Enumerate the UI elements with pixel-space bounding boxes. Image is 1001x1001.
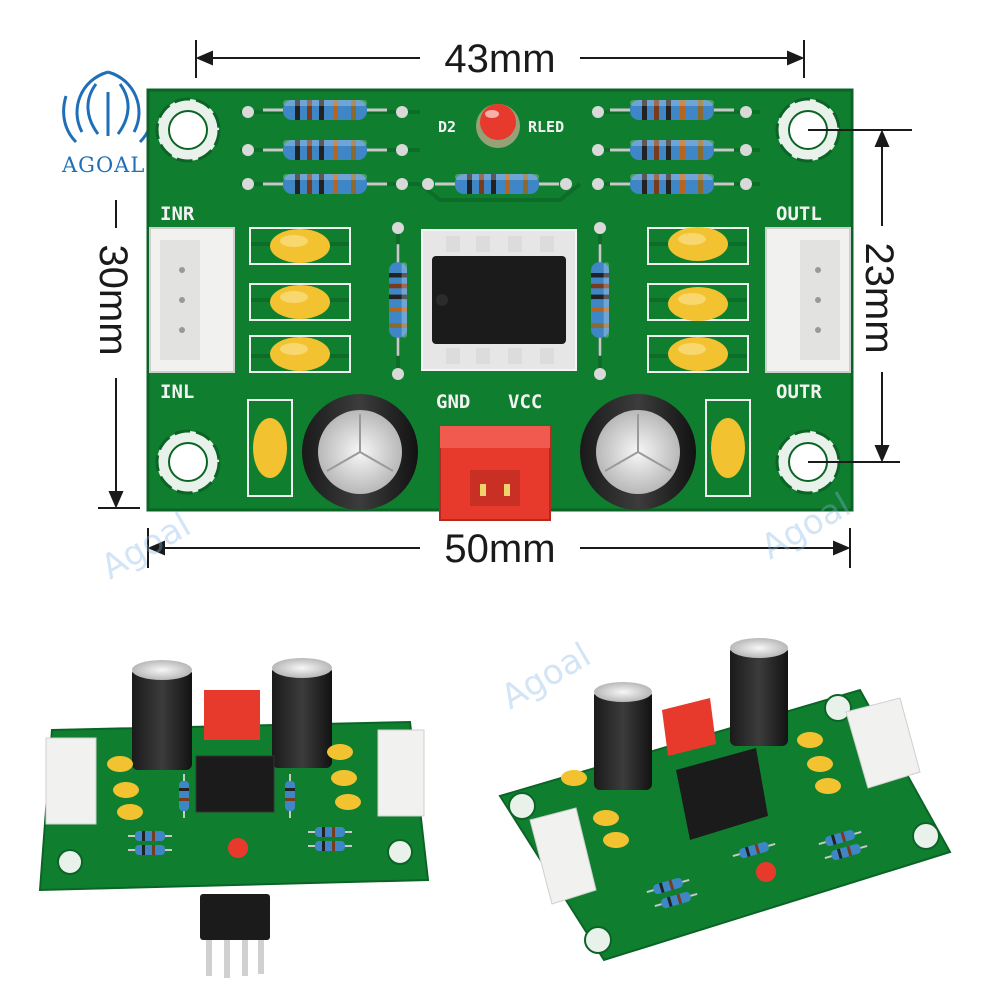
electrolytic-capacitor-left-icon <box>302 394 418 510</box>
connector-inr-inl <box>149 227 235 373</box>
dimension-right-label: 23mm <box>857 242 901 353</box>
mounting-hole-icon <box>155 97 221 163</box>
red-led-icon <box>228 838 248 858</box>
dimension-right <box>808 129 912 463</box>
label-d2: D2 <box>438 118 456 136</box>
label-outl: OUTL <box>776 203 822 225</box>
dimension-top <box>195 40 805 78</box>
solder-pads <box>242 106 752 380</box>
bottom-capacitors <box>247 399 751 497</box>
capacitor-icon <box>327 744 353 760</box>
watermark-text: Agoal <box>495 635 598 718</box>
capacitor-icon <box>807 756 833 772</box>
capacitor-icon <box>603 832 629 848</box>
dimension-bottom <box>147 528 851 568</box>
main-pcb-board: D2 RLED <box>146 88 854 521</box>
capacitor-icon <box>668 287 728 321</box>
ic-chip-icon <box>421 229 577 371</box>
dimension-bottom-label: 50mm <box>444 527 555 571</box>
label-inr: INR <box>160 203 195 225</box>
red-led-icon <box>476 104 520 148</box>
connector-outl-outr <box>765 227 851 373</box>
power-connector-icon <box>439 425 551 521</box>
dimension-top-label: 43mm <box>444 37 555 81</box>
dimension-left-label: 30mm <box>91 244 135 355</box>
label-gnd: GND <box>436 391 470 413</box>
capacitor-icon <box>797 732 823 748</box>
angled-board-left <box>38 658 430 892</box>
left-capacitors <box>249 227 351 373</box>
capacitor-icon <box>335 794 361 810</box>
dimension-left <box>98 200 140 509</box>
capacitor-icon <box>668 227 728 261</box>
capacitor-icon <box>815 778 841 794</box>
label-rled: RLED <box>528 118 564 136</box>
capacitor-icon <box>270 337 330 371</box>
red-led-icon <box>756 862 776 882</box>
capacitor-icon <box>107 756 133 772</box>
capacitor-icon <box>561 770 587 786</box>
logo-text: AGOAL <box>61 153 145 177</box>
angled-board-right <box>498 638 952 962</box>
label-vcc: VCC <box>508 391 542 413</box>
logo-icon <box>62 70 154 144</box>
agoal-logo: AGOAL <box>61 70 154 177</box>
capacitor-icon <box>593 810 619 826</box>
capacitor-icon <box>270 285 330 319</box>
right-capacitors <box>647 227 749 373</box>
capacitor-icon <box>331 770 357 786</box>
label-outr: OUTR <box>776 381 822 403</box>
loose-ic-chip-icon <box>200 894 270 978</box>
capacitor-icon <box>668 337 728 371</box>
label-inl: INL <box>160 381 194 403</box>
mounting-hole-icon <box>155 429 221 495</box>
capacitor-icon <box>270 229 330 263</box>
electrolytic-capacitor-right-icon <box>580 394 696 510</box>
capacitor-icon <box>117 804 143 820</box>
watermark-text: Agoal <box>95 505 198 588</box>
capacitor-icon <box>113 782 139 798</box>
